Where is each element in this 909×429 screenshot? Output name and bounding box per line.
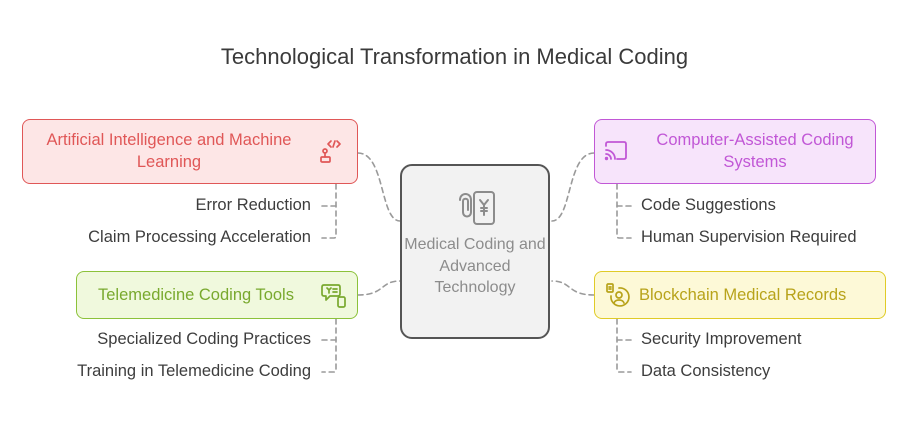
connector-block <box>551 280 595 296</box>
center-node: Medical Coding and Advanced Technology <box>400 164 550 339</box>
branch-cac-label: Computer-Assisted Coding Systems <box>656 131 854 171</box>
branch-tele-label: Telemedicine Coding Tools <box>98 286 294 304</box>
block-item-security: Security Improvement <box>641 330 802 348</box>
center-label: Medical Coding and Advanced Technology <box>404 236 546 296</box>
tele-item-specialized-practices: Specialized Coding Practices <box>97 330 311 348</box>
connector-tele <box>357 280 401 296</box>
robot-arm-icon <box>320 140 341 163</box>
connector-block-items <box>616 318 632 373</box>
connector-cac-items <box>616 183 632 239</box>
branch-block: Blockchain Medical Records <box>594 271 886 319</box>
chat-phone-icon <box>321 284 346 308</box>
branch-tele: Telemedicine Coding Tools <box>76 271 358 319</box>
branch-cac: Computer-Assisted Coding Systems <box>594 119 876 184</box>
connector-ai <box>357 152 401 222</box>
connector-cac <box>551 152 595 222</box>
ai-item-claim-processing: Claim Processing Acceleration <box>88 228 311 246</box>
cast-screen-icon <box>604 141 627 161</box>
tele-item-training: Training in Telemedicine Coding <box>77 362 311 380</box>
block-item-data-consistency: Data Consistency <box>641 362 771 380</box>
branch-ai-label: Artificial Intelligence and Machine Lear… <box>46 131 292 171</box>
branch-ai: Artificial Intelligence and Machine Lear… <box>22 119 358 184</box>
secure-user-icon <box>606 283 630 307</box>
ai-item-error-reduction: Error Reduction <box>195 196 311 214</box>
diagram-title: Technological Transformation in Medical … <box>220 44 689 69</box>
connector-tele-items <box>321 318 337 373</box>
branch-block-label: Blockchain Medical Records <box>639 286 847 304</box>
phone-payment-icon <box>459 191 495 225</box>
connector-ai-items <box>321 183 337 239</box>
cac-item-human-supervision: Human Supervision Required <box>641 228 857 246</box>
cac-item-code-suggestions: Code Suggestions <box>641 196 776 214</box>
